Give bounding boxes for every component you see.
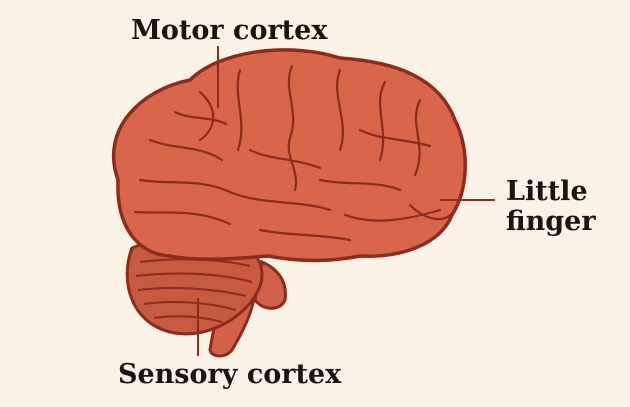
little-finger-label: Little finger xyxy=(506,177,596,237)
cerebrum-gyri xyxy=(133,64,457,242)
little-finger-label-line1: Little xyxy=(506,176,588,207)
motor-cortex-label: Motor cortex xyxy=(131,15,328,46)
sensory-cortex-label: Sensory cortex xyxy=(118,359,342,390)
little-finger-label-line2: finger xyxy=(506,206,596,237)
